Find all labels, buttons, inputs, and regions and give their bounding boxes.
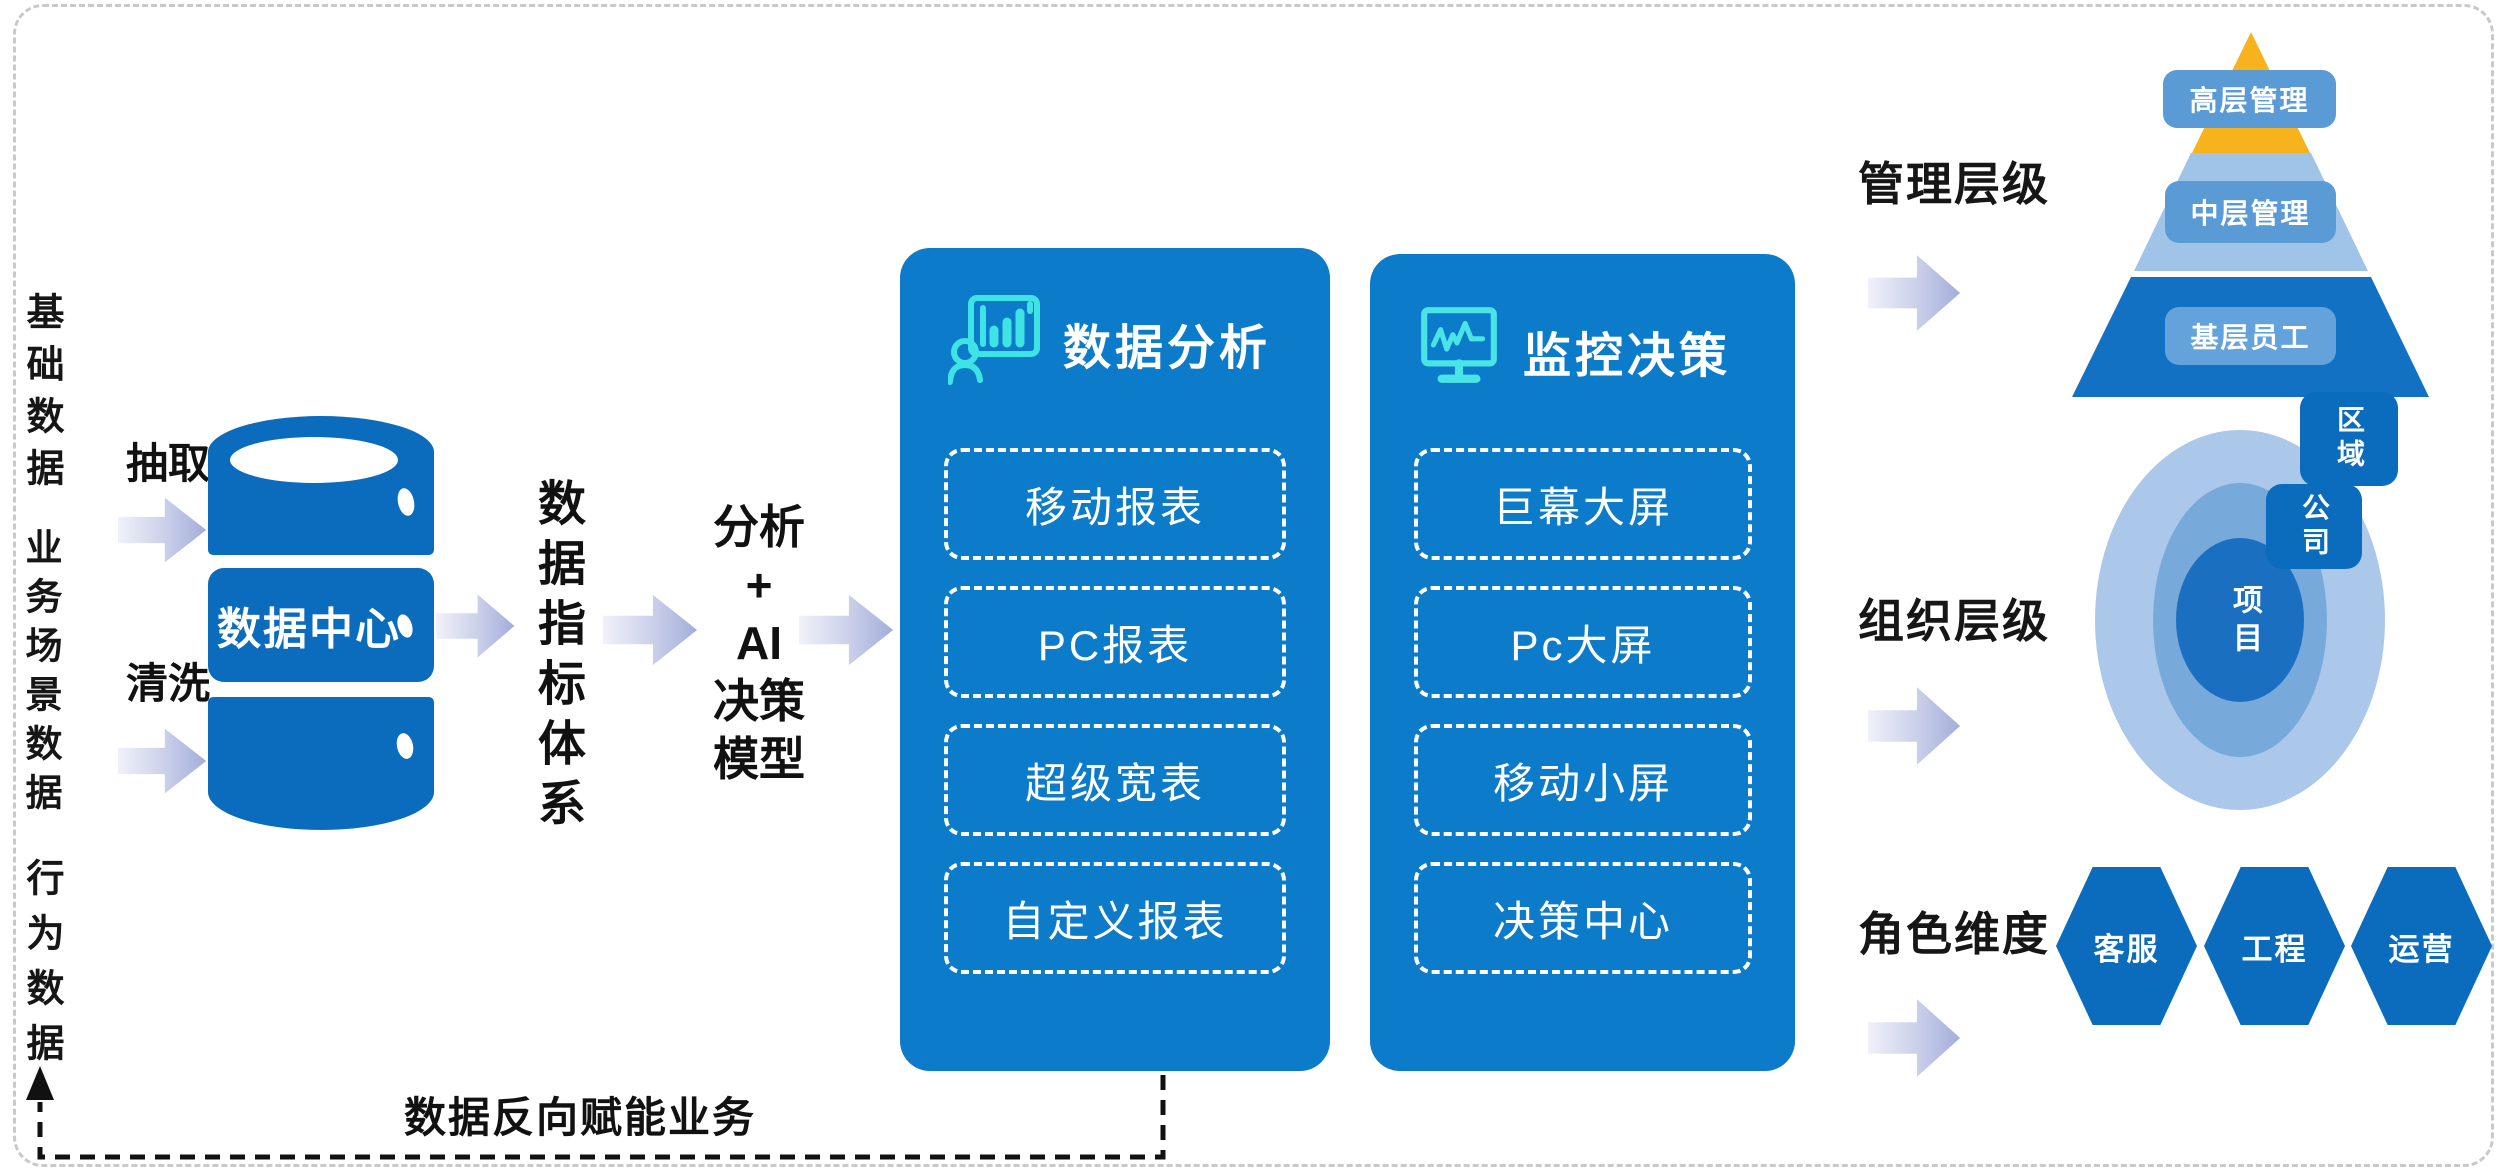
flow-arrow-organization [1868,684,1962,768]
feedback-label: 数据反向赋能业务 [403,1094,756,1141]
panel-item-pc-report: PC报表 [944,586,1286,698]
flow-arrow-role [1868,996,1962,1080]
arrow-right-icon [603,594,698,666]
panel-item-mobile-screen: 移动小屏 [1414,724,1752,836]
database-icon [208,416,434,830]
role-hexagon-engineering: 工程 [2204,867,2345,1025]
ring-tag-region: 区域 [2300,392,2398,486]
arrow-right-icon [118,497,207,563]
ai-model-line: 模型 [713,733,805,785]
ai-model-line: AI [736,617,782,669]
arrow-right-icon [1868,255,1961,331]
role-hexagon-service: 客服 [2056,867,2197,1025]
section-label-role-dimension: 角色维度 [1858,908,2050,960]
ai-model-line: + [745,559,773,611]
flow-arrow-to-indicator [436,592,516,660]
extract-label: 抽取 [126,440,211,487]
presenter-chart-icon [948,290,1044,390]
panel-item-mobile-report: 移动报表 [944,448,1286,560]
flow-arrow-clean [118,726,208,796]
flow-arrow-management [1868,252,1962,334]
panel-item-pc-screen: Pc大屏 [1414,586,1752,698]
flow-arrow-to-model [603,592,699,668]
arrow-right-icon [1868,999,1961,1077]
panel-title-data-analysis: 数据分析 [1063,322,1272,375]
ai-model-line: 决策 [713,675,805,727]
section-label-organization-levels: 组织层级 [1858,595,2050,647]
flow-arrow-to-analysis-panel [799,592,895,668]
arrow-right-icon [436,594,515,658]
data-center-cylinder [208,414,434,834]
panel-title-monitor-decision: 监控决策 [1523,330,1732,383]
arrow-right-icon [799,594,894,666]
panel-item-custom-report: 自定义报表 [944,862,1286,974]
data-center-label: 数据中心 [217,605,401,654]
flow-arrow-extract [118,495,208,565]
clean-label: 清洗 [126,660,211,707]
ai-model-line: 分析 [713,501,805,553]
pyramid-level-top: 高层管理 [2163,70,2336,128]
panel-item-wide-table: 超级宽表 [944,724,1286,836]
pyramid-level-middle: 中层管理 [2165,181,2336,243]
arrow-right-icon [1868,687,1961,765]
role-hexagon-operations: 运营 [2351,867,2492,1025]
source-label-business-scene-data: 业务场景数据 [20,528,61,822]
ring-center-project: 项目 [2228,584,2261,660]
arrow-right-icon [118,728,207,794]
ai-model-block: 分析 + AI 决策 模型 [684,498,834,788]
monitor-decision-panel: 监控决策 巨幕大屏 Pc大屏 移动小屏 决策中心 [1370,254,1795,1071]
panel-item-decision-center: 决策中心 [1414,862,1752,974]
data-analysis-panel: 数据分析 移动报表 PC报表 超级宽表 自定义报表 [900,248,1330,1071]
pyramid-level-bottom: 基层员工 [2165,307,2336,365]
source-label-basic-data: 基础数据 [20,292,62,500]
section-label-management-levels: 管理层级 [1858,158,2050,210]
monitor-wave-icon [1418,304,1500,390]
panel-item-giant-screen: 巨幕大屏 [1414,448,1752,560]
ring-tag-company: 公司 [2266,484,2362,569]
indicator-system-label: 数据指标体系 [530,478,583,838]
source-label-behavior-data: 行为数据 [20,858,62,1078]
